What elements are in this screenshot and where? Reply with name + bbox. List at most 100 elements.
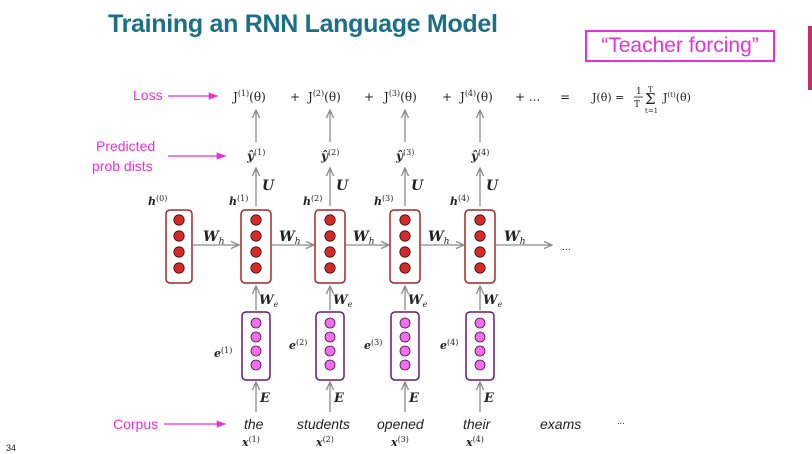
We-label: We [408,293,428,309]
embedding-neuron [324,345,336,357]
loss-term-3: J(3)(θ) [382,89,417,104]
hidden-neuron [250,230,262,242]
hidden-neuron [324,262,336,274]
e-label-1: e(1) [214,346,232,360]
svg-text:Σ: Σ [645,90,656,108]
svg-text:T: T [634,100,640,110]
e-label-3: e(3) [364,338,382,352]
We-label: We [259,293,279,309]
embedding-neuron [250,331,262,343]
E-label: E [483,391,495,406]
hidden-neuron [474,246,486,258]
yhat-2: ŷ(2) [320,148,339,163]
svg-text:t=1: t=1 [645,107,658,115]
hidden-neuron [250,214,262,226]
loss-label: Loss [133,87,163,103]
loss-term-2: J(2)(θ) [306,89,341,104]
hidden-neuron [173,214,185,226]
embedding-neuron [250,317,262,329]
svg-text:J(θ) =: J(θ) = [591,91,624,104]
plus-sign: + [364,90,374,104]
Wh-label: Wh [504,229,526,247]
hidden-neuron [324,214,336,226]
accent-bar [808,26,812,90]
corpus-word-1: the [244,416,264,432]
yhat-3: ŷ(3) [395,148,414,163]
hidden-neuron [474,262,486,274]
Wh-label: Wh [279,229,301,247]
hidden-neuron [173,262,185,274]
sequence-ellipsis: ... [562,243,571,253]
corpus-word-4: their [463,416,492,432]
embedding-neuron [399,359,411,371]
page-number: 34 [6,443,17,453]
slide-title: Training an RNN Language Model [108,10,498,38]
predicted-label-line2: prob dists [92,158,153,174]
Wh-label: Wh [428,229,450,247]
hidden-neuron [250,246,262,258]
We-label: We [483,293,503,309]
We-label: We [333,293,353,309]
E-label: E [333,391,345,406]
U-label: U [486,178,499,194]
hidden-neuron [399,262,411,274]
yhat-1: ŷ(1) [246,148,265,163]
plus-sign: + [442,90,452,104]
corpus-ellipsis: ... [617,417,625,426]
timestep-4: ŷ(4) U h(4) We e(4) E their x(4) [440,110,503,449]
hidden-neuron [250,262,262,274]
svg-text:J(t)(θ): J(t)(θ) [662,91,691,104]
hidden-neurons [173,214,486,274]
equals-sign: = [560,90,570,104]
x-label-4: x(4) [465,435,484,449]
hidden-neuron [399,230,411,242]
e-label-4: e(4) [440,338,458,352]
x-label-1: x(1) [241,435,260,449]
h-label-3: h(3) [374,194,393,208]
embedding-neuron [474,359,486,371]
e-label-2: e(2) [289,338,307,352]
hidden-neuron [324,230,336,242]
hidden-neuron [474,214,486,226]
embedding-neuron [474,345,486,357]
embedding-neurons [250,317,486,371]
E-label: E [259,391,271,406]
svg-text:1: 1 [636,87,642,97]
h-label-0: h(0) [148,194,167,208]
corpus-word-5: exams [540,416,581,432]
timestep-2: ŷ(2) U h(2) We e(2) E students x(2) [289,110,353,449]
yhat-4: ŷ(4) [470,148,489,163]
embedding-neuron [324,317,336,329]
loss-term-1: J(1)(θ) [231,89,266,104]
loss-term-4: J(4)(θ) [458,89,493,104]
embedding-neuron [250,359,262,371]
svg-text:T: T [648,86,653,94]
embedding-neuron [324,331,336,343]
embedding-neuron [399,331,411,343]
embedding-neuron [250,345,262,357]
x-label-2: x(2) [315,435,334,449]
x-label-3: x(3) [390,435,409,449]
E-label: E [408,391,420,406]
corpus-label: Corpus [113,416,158,432]
hidden-neuron [173,246,185,258]
hidden-neuron [399,214,411,226]
loss-row: J(1)(θ) + J(2)(θ) + J(3)(θ) + J(4)(θ) + … [231,86,691,115]
embedding-neuron [399,345,411,357]
U-label: U [262,178,275,194]
U-label: U [336,178,349,194]
hidden-neuron [324,246,336,258]
hidden-neuron [399,246,411,258]
corpus-word-2: students [297,416,350,432]
teacher-forcing-callout: “Teacher forcing” [585,30,775,62]
Wh-label: Wh [203,229,225,247]
predicted-label-line1: Predicted [96,138,155,154]
Wh-label: Wh [353,229,375,247]
embedding-neuron [474,331,486,343]
hidden-neuron [173,230,185,242]
more-terms: + ... [515,90,540,104]
embedding-neuron [474,317,486,329]
hidden-neuron [474,230,486,242]
h-label-2: h(2) [303,194,322,208]
